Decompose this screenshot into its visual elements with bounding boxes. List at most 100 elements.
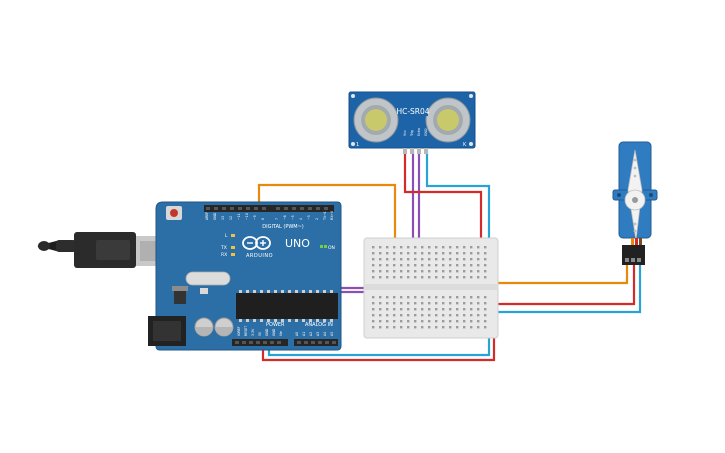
breadboard-hole[interactable]	[379, 264, 382, 267]
breadboard-hole[interactable]	[484, 308, 487, 311]
breadboard-hole[interactable]	[414, 264, 417, 267]
breadboard-hole[interactable]	[435, 258, 438, 261]
breadboard-hole[interactable]	[421, 326, 424, 329]
breadboard-hole[interactable]	[470, 308, 473, 311]
breadboard-hole[interactable]	[484, 326, 487, 329]
breadboard-hole[interactable]	[372, 276, 375, 279]
breadboard-hole[interactable]	[379, 320, 382, 323]
breadboard-hole[interactable]	[442, 252, 445, 255]
breadboard-hole[interactable]	[477, 308, 480, 311]
breadboard-hole[interactable]	[393, 264, 396, 267]
breadboard-hole[interactable]	[421, 252, 424, 255]
breadboard-hole[interactable]	[393, 308, 396, 311]
breadboard-hole[interactable]	[484, 252, 487, 255]
breadboard-hole[interactable]	[400, 264, 403, 267]
breadboard-hole[interactable]	[393, 296, 396, 299]
breadboard-hole[interactable]	[407, 246, 410, 249]
breadboard-hole[interactable]	[386, 276, 389, 279]
breadboard-hole[interactable]	[428, 246, 431, 249]
breadboard-hole[interactable]	[400, 276, 403, 279]
breadboard-hole[interactable]	[428, 320, 431, 323]
breadboard-hole[interactable]	[456, 302, 459, 305]
breadboard-hole[interactable]	[449, 326, 452, 329]
breadboard-hole[interactable]	[442, 264, 445, 267]
breadboard-hole[interactable]	[407, 320, 410, 323]
breadboard-hole[interactable]	[449, 270, 452, 273]
breadboard-hole[interactable]	[456, 258, 459, 261]
breadboard-hole[interactable]	[407, 276, 410, 279]
breadboard-hole[interactable]	[379, 302, 382, 305]
breadboard-hole[interactable]	[393, 302, 396, 305]
breadboard-hole[interactable]	[407, 326, 410, 329]
wire-orange-pin10[interactable]	[257, 183, 397, 285]
breadboard-hole[interactable]	[428, 308, 431, 311]
breadboard-hole[interactable]	[477, 296, 480, 299]
breadboard-hole[interactable]	[463, 264, 466, 267]
reset-button-cap[interactable]	[170, 209, 178, 217]
breadboard-hole[interactable]	[470, 314, 473, 317]
breadboard-hole[interactable]	[414, 314, 417, 317]
breadboard-hole[interactable]	[477, 276, 480, 279]
breadboard-hole[interactable]	[470, 246, 473, 249]
breadboard-hole[interactable]	[428, 264, 431, 267]
breadboard-hole[interactable]	[442, 296, 445, 299]
breadboard-hole[interactable]	[379, 276, 382, 279]
breadboard-hole[interactable]	[414, 252, 417, 255]
breadboard-hole[interactable]	[400, 302, 403, 305]
breadboard-hole[interactable]	[428, 270, 431, 273]
breadboard-hole[interactable]	[400, 252, 403, 255]
breadboard-hole[interactable]	[407, 270, 410, 273]
breadboard-hole[interactable]	[400, 270, 403, 273]
breadboard-hole[interactable]	[484, 246, 487, 249]
breadboard-hole[interactable]	[372, 326, 375, 329]
breadboard-hole[interactable]	[393, 276, 396, 279]
breadboard-hole[interactable]	[386, 326, 389, 329]
breadboard-hole[interactable]	[456, 264, 459, 267]
breadboard-hole[interactable]	[400, 296, 403, 299]
breadboard-hole[interactable]	[449, 258, 452, 261]
breadboard-hole[interactable]	[484, 276, 487, 279]
breadboard-hole[interactable]	[449, 296, 452, 299]
breadboard-hole[interactable]	[421, 296, 424, 299]
breadboard-hole[interactable]	[456, 326, 459, 329]
breadboard-hole[interactable]	[449, 320, 452, 323]
analog-header[interactable]	[294, 339, 338, 346]
breadboard-hole[interactable]	[442, 258, 445, 261]
breadboard-hole[interactable]	[379, 252, 382, 255]
breadboard-hole[interactable]	[435, 308, 438, 311]
breadboard-hole[interactable]	[477, 320, 480, 323]
breadboard-hole[interactable]	[414, 302, 417, 305]
breadboard-hole[interactable]	[442, 308, 445, 311]
breadboard-hole[interactable]	[463, 276, 466, 279]
breadboard-hole[interactable]	[421, 320, 424, 323]
breadboard-hole[interactable]	[379, 270, 382, 273]
breadboard-hole[interactable]	[400, 320, 403, 323]
breadboard-hole[interactable]	[414, 320, 417, 323]
breadboard[interactable]	[363, 237, 499, 339]
breadboard-hole[interactable]	[463, 308, 466, 311]
breadboard-hole[interactable]	[435, 296, 438, 299]
breadboard-hole[interactable]	[442, 326, 445, 329]
breadboard-hole[interactable]	[456, 276, 459, 279]
breadboard-hole[interactable]	[428, 296, 431, 299]
breadboard-hole[interactable]	[477, 264, 480, 267]
breadboard-hole[interactable]	[470, 296, 473, 299]
breadboard-hole[interactable]	[456, 270, 459, 273]
breadboard-hole[interactable]	[407, 252, 410, 255]
breadboard-hole[interactable]	[414, 276, 417, 279]
breadboard-hole[interactable]	[477, 246, 480, 249]
breadboard-hole[interactable]	[379, 246, 382, 249]
breadboard-hole[interactable]	[400, 258, 403, 261]
breadboard-hole[interactable]	[449, 302, 452, 305]
breadboard-hole[interactable]	[407, 314, 410, 317]
breadboard-hole[interactable]	[379, 326, 382, 329]
breadboard-hole[interactable]	[463, 252, 466, 255]
breadboard-hole[interactable]	[435, 270, 438, 273]
breadboard-hole[interactable]	[428, 326, 431, 329]
breadboard-hole[interactable]	[456, 320, 459, 323]
breadboard-hole[interactable]	[386, 258, 389, 261]
breadboard-hole[interactable]	[421, 258, 424, 261]
breadboard-hole[interactable]	[372, 252, 375, 255]
breadboard-hole[interactable]	[400, 314, 403, 317]
breadboard-hole[interactable]	[463, 296, 466, 299]
